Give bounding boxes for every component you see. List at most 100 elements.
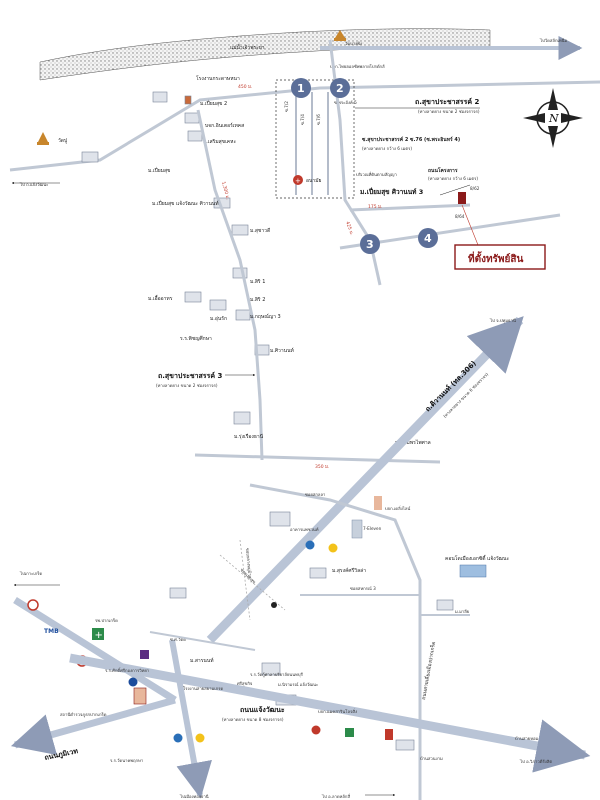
road-horizontal-350	[194, 453, 441, 464]
dest-wattana: ไป อ.วิภาวดีรังสิต	[519, 758, 552, 764]
bbl-icon	[128, 677, 138, 687]
tower-icon	[351, 519, 363, 539]
road-left-diag	[13, 597, 177, 703]
river-label: แม่น้ำเจ้าพระยา	[230, 42, 265, 51]
school-label: ร.ร.พิชญศึกษา	[180, 335, 212, 342]
sivanat3-label: ม.เปี่ยมสุข ศิวานนท์ 3	[360, 186, 423, 196]
bangchak-icon	[385, 729, 393, 740]
soi-5: ซ.พระอังค์ 5	[334, 100, 357, 105]
ban-sayngam-label: บ้านสวนงาม	[420, 756, 443, 761]
sirichai2-label: ม.สิริ 2	[250, 296, 265, 303]
road-tiwanon	[206, 316, 524, 644]
school5-label: ร.ร.วัดนาคพฤกษา	[110, 758, 143, 763]
sirawan-label: ม.ศิวานนท์	[270, 347, 294, 354]
dist-1300: 1,300 ม.	[220, 181, 231, 201]
company-photo-label: บจก.ไทยฮอลซัพพลายโปรดักส์	[330, 63, 385, 69]
hospital-icon	[293, 175, 303, 185]
temple-top-label: วัดบางพัง	[345, 41, 362, 46]
svg-text:4: 4	[424, 232, 432, 245]
mali-label: ม.มาลีย	[455, 609, 470, 614]
hospital-cross-icon	[92, 628, 104, 640]
svg-text:+: +	[95, 630, 103, 641]
condo-icon	[459, 564, 487, 578]
piamsuk2-label: ม.เปี่ยมสุข 2	[200, 100, 227, 107]
phumiwet-title: ถนนภูมิเวท	[44, 747, 79, 763]
soi-72: ซ.7/2	[284, 101, 289, 112]
soi76-title: ซ.สุขาประชาสรรค์ 2 ซ.76 (ซ.พระอินทร์ 4)	[362, 136, 460, 143]
surangsri-label: ม.สุรงค์ศรีวิลล่า	[332, 567, 366, 574]
seveneleven-label: 7-Eleven	[363, 526, 382, 531]
hospital-nonthaburi-label: โรงงานสายสยามเกรด	[183, 686, 223, 691]
hospital-label: อนามัย	[306, 178, 322, 184]
plot-2: 8/64	[455, 214, 465, 219]
kunthani3-label: ม.กฤษณ์ญา 3	[250, 313, 281, 320]
marker-4: 4	[418, 228, 438, 248]
soi-watti-label: ซ.ศ.วัดตี	[170, 637, 186, 642]
caltex-icon	[311, 725, 321, 735]
temple-icon	[335, 30, 345, 38]
shell-icon	[328, 543, 338, 553]
property-building	[458, 192, 466, 204]
suchawadee-label: ม.สุชาวดี	[250, 227, 270, 234]
sermsuk-label: ม.เสริมสุขเคหะ	[203, 138, 236, 145]
factory-label: โรงงานกระดาษหนา	[196, 75, 240, 82]
tmb-logo: TMB	[44, 628, 59, 635]
dest-kret: ไปเกาะเกร็ด	[19, 570, 43, 576]
building-tall	[133, 687, 147, 705]
piamsuk-label: ม.เปี่ยมสุข	[148, 167, 170, 174]
road3-sub: (ทางลาดยาง ขนาด 2 ช่องจราจร)	[156, 383, 218, 388]
road-project	[349, 203, 471, 212]
svg-text:2: 2	[336, 82, 344, 95]
school4-label: ร.ร.ศักดิ์ศรีกองการวิทยา	[105, 667, 149, 673]
sivanat-label: ม.เปี่ยมสุข แจ้งวัฒนะ ศิวานนท์	[152, 200, 219, 207]
svg-text:3: 3	[366, 238, 374, 251]
road-vertical-west	[196, 109, 264, 461]
compass-icon: N	[523, 88, 583, 148]
dist-450: 450 ม.	[238, 84, 252, 90]
area-label: บริเวณที่ดินตามสัญญา	[356, 171, 397, 177]
dest-muangthong: ไปเมืองทองธานี	[179, 793, 209, 799]
muban-sarn-label: ม.สารนนท์	[190, 657, 214, 664]
tiwanon-title: ถ.ติวานนท์ (ทล.306)	[423, 359, 478, 414]
chaeng-sub: (ทางลาดยาง ขนาด 8 ช่องจราจร)	[222, 717, 284, 722]
plot-1: 8/62	[470, 186, 480, 191]
scb-icon	[140, 650, 149, 659]
dest-laksi: ไป อ.ลาดหลักสี่	[321, 793, 350, 799]
kasikorn-icon	[27, 599, 39, 611]
dest-top-right: ไปวัดสลักเหนือ	[539, 37, 568, 43]
soi76-sub: (ทางลาดยาง กว้าง 6 เมตร)	[362, 146, 412, 151]
dest-chaengwattana-left: ไป ถ.แจ้งวัฒนะ	[19, 181, 48, 187]
svg-text:+: +	[295, 177, 301, 185]
dist-425: 425 ม.	[344, 221, 355, 237]
marker-1: 1	[291, 78, 311, 98]
rungrueang-label: ม.รุ่งเรืองธานี	[234, 433, 264, 440]
road2-title: ถ.สุขาประชาสรรค์ 2	[415, 97, 479, 106]
svg-text:N: N	[548, 112, 559, 125]
shell-icon-2	[195, 733, 205, 743]
marker-2: 2	[330, 78, 350, 98]
school2-label: ร.ร.อัมพรไพศาล	[395, 439, 431, 446]
dest-pathumthani: ไป จ.ปทุมธานี	[489, 317, 516, 324]
road-phumiwet	[10, 696, 176, 755]
uthai-label: ม.อุ่นรัก	[210, 316, 227, 322]
soi-sakon-label: ซอยสกลลา	[305, 492, 325, 497]
junction-marker	[271, 602, 277, 608]
soi-74: ซ.7/4	[300, 114, 305, 125]
svg-text:1: 1	[297, 82, 305, 95]
road2-sub: (ทางลาดยาง ขนาด 2 ช่องจราจร)	[418, 109, 480, 114]
soi-sahakorn-label: ซอยสหกรณ์ 3	[350, 586, 376, 591]
road-to-muangthong	[169, 639, 212, 799]
soi-big-label: ซอยกลางหมู่บ้าน	[244, 548, 253, 579]
wat-pu-icon	[38, 132, 48, 142]
building-x-label: อาคารแพชวนท์	[290, 527, 319, 532]
wat-pu-label: วัดปู	[58, 138, 67, 144]
property-location-label: ที่ตั้งทรัพย์สิน	[468, 251, 523, 265]
road-project-sub: (ทางลาดยาง กว้าง 6 เมตร)	[428, 176, 478, 181]
school3-label: ร.ร.วัดกู้ศาลาบริยาลัยนนทบุรี	[250, 672, 304, 678]
dist-175: 175 ม.	[368, 204, 382, 210]
ptt-icon-2	[173, 733, 183, 743]
station-label: สถานีตำรวจภูธรปากเกร็ด	[60, 711, 107, 718]
ekathorn-label: ม.เอื้ออาทร	[148, 293, 173, 302]
srisuk-label: ศรีสุขกิจ	[237, 681, 253, 687]
